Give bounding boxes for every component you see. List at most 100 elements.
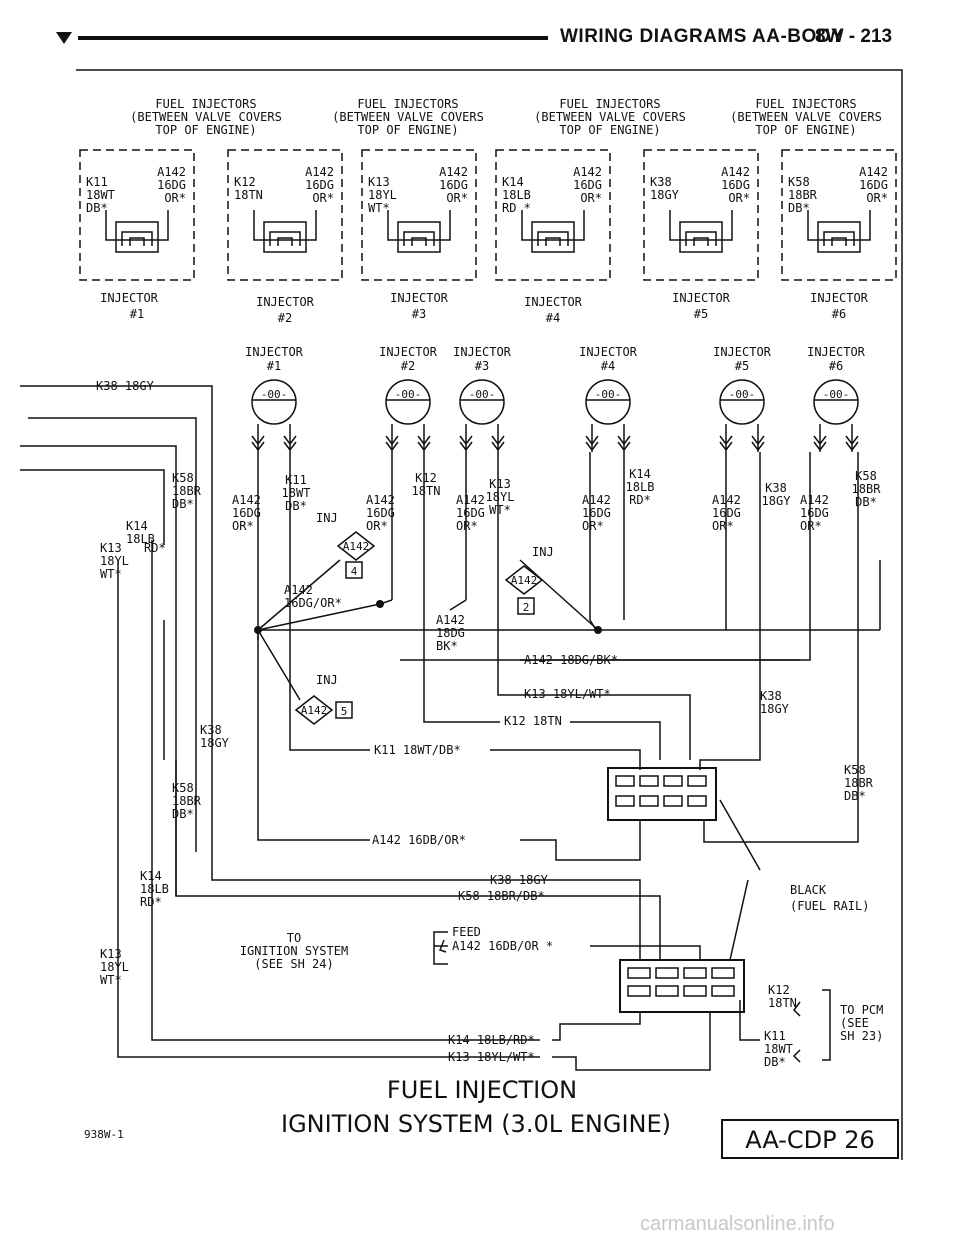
injector-return: 16DG <box>800 506 829 520</box>
injector-circuit: 18LB <box>626 480 655 494</box>
injector-number: #1 <box>267 359 281 373</box>
injector-return: A142 <box>582 493 611 507</box>
connector-circuit: 18YL <box>368 188 397 202</box>
group-caption: (BETWEEN VALVE COVERS <box>130 110 282 124</box>
injector-number: #2 <box>401 359 415 373</box>
connector-circuit: 18LB <box>502 188 531 202</box>
injector-circuit: 18WT <box>282 486 311 500</box>
wire-label: K14 <box>140 869 162 883</box>
connector-return: 16DG <box>721 178 750 192</box>
watermark: carmanualsonline.info <box>640 1213 835 1235</box>
injector-circuit: K38 <box>765 481 787 495</box>
feed-label: FEED <box>452 925 481 939</box>
connector-circuit: WT* <box>368 201 390 215</box>
connector-circuit: 18TN <box>234 188 263 202</box>
injector-return: OR* <box>456 519 478 533</box>
header-title: WIRING DIAGRAMS AA-BODY <box>560 26 845 47</box>
connector-number: #6 <box>832 307 846 321</box>
wire-label: K12 18TN <box>504 714 562 728</box>
wire-label: DB* <box>172 497 194 511</box>
injector-number: #4 <box>601 359 615 373</box>
wire-label: 18BR <box>172 484 202 498</box>
wire-label: K38 <box>200 723 222 737</box>
injector-return: A142 <box>456 493 485 507</box>
connector-return: 16DG <box>439 178 468 192</box>
ignition-label: TO <box>287 931 301 945</box>
wire-label: K11 <box>764 1029 786 1043</box>
connector-return: A142 <box>439 165 468 179</box>
wire-label: 18WT <box>764 1042 793 1056</box>
connector-circuit: 18GY <box>650 188 680 202</box>
injector-name: INJECTOR <box>379 345 438 359</box>
injector-name: INJECTOR <box>245 345 304 359</box>
connector-return: OR* <box>580 191 602 205</box>
connector-return: A142 <box>157 165 186 179</box>
injector-return: OR* <box>582 519 604 533</box>
splice-code: A142 <box>343 540 370 553</box>
injector-return: 16DG <box>232 506 261 520</box>
figure-code: 938W-1 <box>84 1128 124 1141</box>
wire-label: DB* <box>172 807 194 821</box>
wire-label: 18TN <box>768 996 797 1010</box>
wire-label: 18LB <box>140 882 169 896</box>
coil-symbol: -00- <box>823 388 850 401</box>
injector-return: A142 <box>366 493 395 507</box>
injector-circuit: DB* <box>855 495 877 509</box>
splice-number: 4 <box>351 565 358 578</box>
connector-return: OR* <box>164 191 186 205</box>
connector-number: #1 <box>130 307 144 321</box>
connector-circuit: DB* <box>788 201 810 215</box>
splice-code: A142 <box>511 574 538 587</box>
group-caption: TOP OF ENGINE) <box>357 123 458 137</box>
wire-label: K58 <box>844 763 866 777</box>
pcm-label: (SEE <box>840 1016 869 1030</box>
injector-circuit: 18BR <box>852 482 882 496</box>
coil-symbol: -00- <box>595 388 622 401</box>
connector-plug-icon <box>521 210 585 253</box>
splice-label: A142 <box>436 613 465 627</box>
wire-label: K38 18GY <box>490 873 549 887</box>
connector-return: A142 <box>573 165 602 179</box>
connector-return: 16DG <box>157 178 186 192</box>
injector-return: 16DG <box>582 506 611 520</box>
connector-number: #2 <box>278 311 292 325</box>
wire-label: 18GY <box>200 736 230 750</box>
wire-label: A142 18DG/BK* <box>524 653 618 667</box>
connector-name: INJECTOR <box>100 291 159 305</box>
group-caption: (BETWEEN VALVE COVERS <box>730 110 882 124</box>
splice-label: 18DG <box>436 626 465 640</box>
footer-subtitle: IGNITION SYSTEM (3.0L ENGINE) <box>281 1110 671 1138</box>
injector-coil-icon <box>385 379 431 452</box>
wire-label: K13 <box>100 541 122 555</box>
injector-circuit: 18YL <box>486 490 515 504</box>
wire-label: K58 <box>172 781 194 795</box>
group-caption: TOP OF ENGINE) <box>755 123 856 137</box>
injector-return: 16DG <box>366 506 395 520</box>
fuel-rail-label: (FUEL RAIL) <box>790 899 869 913</box>
group-caption: TOP OF ENGINE) <box>559 123 660 137</box>
pcm-label: TO PCM <box>840 1003 883 1017</box>
injector-number: #6 <box>829 359 843 373</box>
group-caption: (BETWEEN VALVE COVERS <box>332 110 484 124</box>
connector-number: #4 <box>546 311 560 325</box>
coil-symbol: -00- <box>729 388 756 401</box>
wire-label: DB* <box>764 1055 786 1069</box>
injector-circuit: K14 <box>629 467 651 481</box>
harness-connector-icon <box>615 775 735 997</box>
wire-label: A142 16DB/OR* <box>372 833 466 847</box>
injector-coil-icon <box>585 379 631 452</box>
connector-plug-icon <box>669 210 733 253</box>
ignition-label: IGNITION SYSTEM <box>240 944 348 958</box>
wire-label: K13 18YL/WT* <box>448 1050 535 1064</box>
injector-name: INJECTOR <box>453 345 512 359</box>
injector-circuit: 18TN <box>412 484 441 498</box>
injector-return: A142 <box>712 493 741 507</box>
wire-label: K11 18WT/DB* <box>374 743 461 757</box>
header-page-number: 8W - 213 <box>815 26 893 47</box>
connector-name: INJECTOR <box>672 291 731 305</box>
wire-label: WT* <box>100 973 122 987</box>
connector-circuit: DB* <box>86 201 108 215</box>
coil-symbol: -00- <box>395 388 422 401</box>
connector-return: OR* <box>866 191 888 205</box>
connector-number: #3 <box>412 307 426 321</box>
